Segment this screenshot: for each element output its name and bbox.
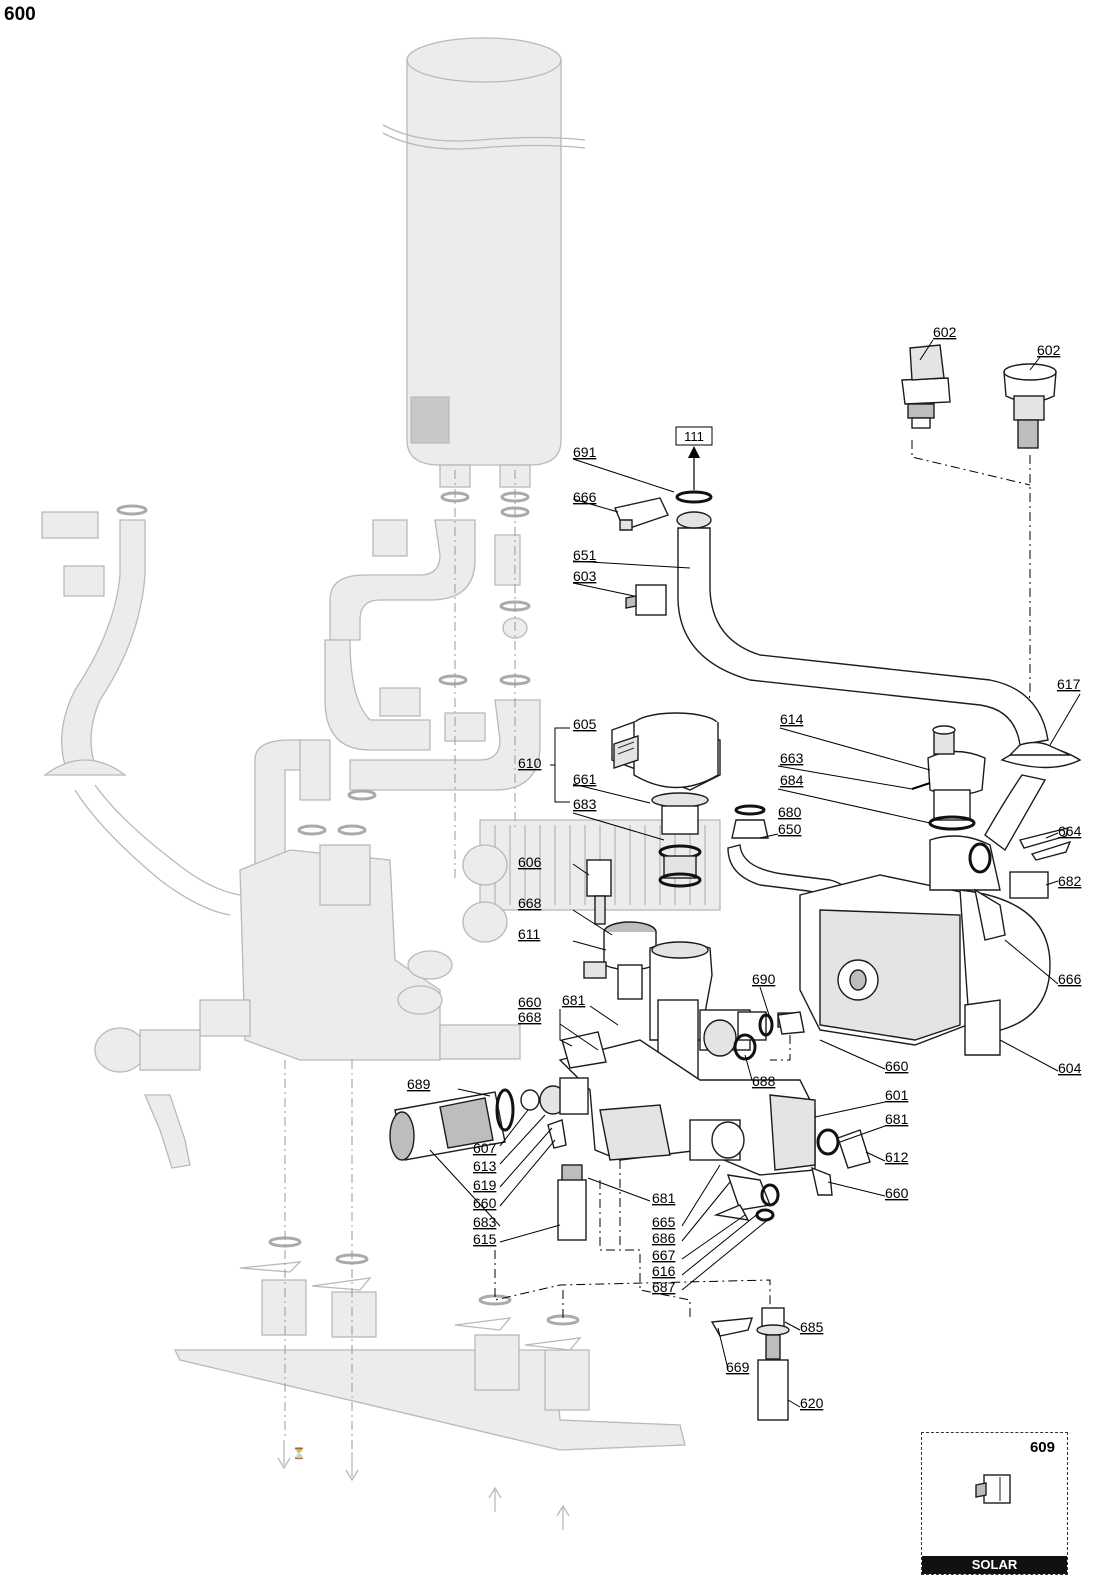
filter-689 — [389, 1088, 515, 1161]
label-686: 686 — [652, 1230, 676, 1246]
valve-685-620 — [710, 1307, 790, 1421]
label-683a: 683 — [573, 796, 597, 812]
label-688: 688 — [752, 1073, 776, 1089]
leader-lines — [429, 339, 1081, 1408]
label-601: 601 — [885, 1087, 909, 1103]
label-661: 661 — [573, 771, 597, 787]
label-664: 664 — [1058, 823, 1082, 839]
label-691: 691 — [573, 444, 597, 460]
label-615: 615 — [473, 1231, 497, 1247]
label-668b: 668 — [518, 1009, 542, 1025]
label-617: 617 — [1057, 676, 1081, 692]
label-668a: 668 — [518, 895, 542, 911]
label-684: 684 — [780, 772, 804, 788]
manifold-601 — [558, 941, 816, 1176]
label-614: 614 — [780, 711, 804, 727]
label-620: 620 — [800, 1395, 824, 1411]
label-603: 603 — [573, 568, 597, 584]
ghost-cylinder — [382, 37, 586, 466]
label-619: 619 — [473, 1177, 497, 1193]
label-602a: 602 — [933, 324, 957, 340]
assembly-guide-lines — [494, 1035, 791, 1320]
label-669: 669 — [726, 1359, 750, 1375]
valve-cartridge-683 — [651, 792, 709, 888]
solar-sensor-icon — [975, 1474, 1011, 1504]
label-685: 685 — [800, 1319, 824, 1335]
clip-606 — [586, 859, 612, 925]
actuator-605 — [611, 712, 721, 791]
flange-617 — [1000, 741, 1082, 769]
sensor-682 — [1009, 871, 1049, 899]
nut-680 — [731, 819, 769, 839]
label-604: 604 — [1058, 1060, 1082, 1076]
label-666b: 666 — [1058, 971, 1082, 987]
small-parts-665-687 — [713, 1174, 780, 1222]
small-parts-607-619 — [520, 1077, 589, 1149]
label-681a: 681 — [562, 992, 586, 1008]
cartridge-615 — [557, 1164, 587, 1241]
svg-text:⏳: ⏳ — [292, 1447, 306, 1460]
label-687: 687 — [652, 1279, 676, 1295]
clip-664 — [1018, 827, 1072, 861]
ghost-guide-lines — [284, 470, 516, 1450]
connector-612 — [837, 1129, 871, 1169]
air-vent-614 — [911, 725, 986, 821]
pump-604 — [799, 774, 1051, 1056]
label-663: 663 — [780, 750, 804, 766]
o-ring-680 — [734, 804, 766, 816]
label-660a: 660 — [518, 994, 542, 1010]
page-title: 600 — [4, 4, 36, 25]
reference-box-111: 111 — [675, 426, 713, 490]
label-683b: 683 — [473, 1214, 497, 1230]
label-665: 665 — [652, 1214, 676, 1230]
label-667: 667 — [652, 1247, 676, 1263]
label-666a: 666 — [573, 489, 597, 505]
sensor-603 — [625, 584, 667, 616]
label-611: 611 — [518, 926, 541, 942]
label-612: 612 — [885, 1149, 909, 1165]
label-650: 650 — [778, 821, 802, 837]
fittings-690-688 — [758, 1011, 805, 1037]
safety-valve-611 — [583, 921, 657, 1000]
label-610: 610 — [518, 755, 542, 771]
label-616: 616 — [652, 1263, 676, 1279]
label-682: 682 — [1058, 873, 1082, 889]
pressure-sensor-602a — [901, 344, 951, 429]
label-613: 613 — [473, 1158, 497, 1174]
label-681c: 681 — [652, 1190, 676, 1206]
svg-text:111: 111 — [684, 429, 704, 444]
ghost-pipework: ⏳ — [41, 464, 721, 1530]
solar-inset-box: 609 SOLAR — [921, 1432, 1068, 1575]
pressure-sensor-602b — [1003, 363, 1057, 449]
clip-666a — [614, 497, 669, 531]
part-number-labels: 602 602 691 666 651 603 617 614 605 610 … — [407, 324, 1082, 1411]
label-651: 651 — [573, 547, 597, 563]
o-ring-691 — [675, 490, 713, 504]
label-660b: 660 — [885, 1058, 909, 1074]
label-689: 689 — [407, 1076, 431, 1092]
label-606: 606 — [518, 854, 542, 870]
solar-inset-number: 609 — [1029, 1439, 1055, 1456]
solar-caption: SOLAR — [922, 1556, 1067, 1574]
pipe-651 — [676, 511, 1049, 746]
label-681b: 681 — [885, 1111, 909, 1127]
o-ring-681b — [816, 1128, 840, 1156]
label-660d: 660 — [885, 1185, 909, 1201]
label-680: 680 — [778, 804, 802, 820]
label-607: 607 — [473, 1140, 497, 1156]
label-690: 690 — [752, 971, 776, 987]
label-660c: 660 — [473, 1195, 497, 1211]
clip-660c — [811, 1166, 833, 1196]
label-602b: 602 — [1037, 342, 1061, 358]
label-605: 605 — [573, 716, 597, 732]
